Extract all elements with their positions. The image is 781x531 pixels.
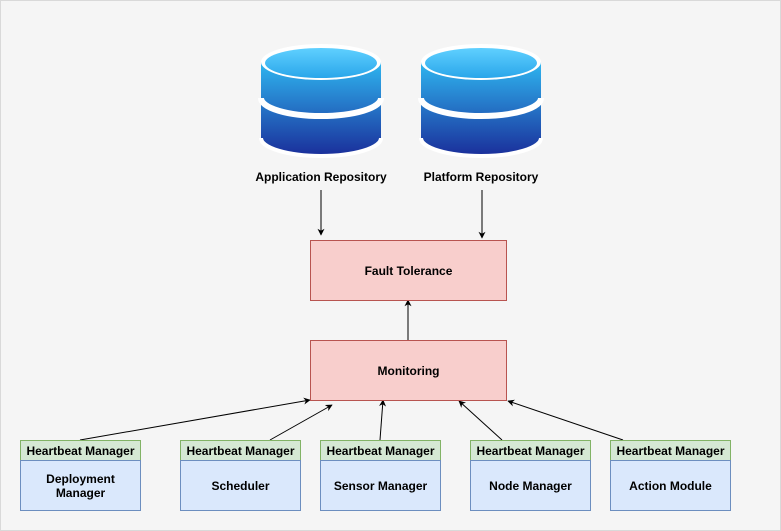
fault-tolerance-box[interactable]: Fault Tolerance [310, 240, 507, 301]
deployment-manager-label: Deployment Manager [20, 460, 141, 511]
action-module-label: Action Module [610, 460, 731, 511]
node-manager-node[interactable]: Heartbeat Manager Node Manager [470, 440, 591, 511]
arrow-action-to-monitoring [507, 399, 624, 441]
monitoring-box[interactable]: Monitoring [310, 340, 507, 401]
heartbeat-manager-header: Heartbeat Manager [180, 440, 301, 461]
deployment-manager-node[interactable]: Heartbeat Manager Deployment Manager [20, 440, 141, 511]
arrow-sensor-to-monitoring [379, 399, 387, 441]
action-module-node[interactable]: Heartbeat Manager Action Module [610, 440, 731, 511]
heartbeat-manager-header: Heartbeat Manager [320, 440, 441, 461]
arrow-deployment-to-monitoring [79, 397, 311, 441]
node-manager-label: Node Manager [470, 460, 591, 511]
scheduler-label: Scheduler [180, 460, 301, 511]
application-repository-label: Application Repository [255, 170, 387, 184]
heartbeat-manager-header: Heartbeat Manager [20, 440, 141, 461]
monitoring-label: Monitoring [377, 363, 440, 378]
arrow-scheduler-to-monitoring [269, 404, 333, 441]
platform-repository-label: Platform Repository [423, 170, 539, 184]
scheduler-node[interactable]: Heartbeat Manager Scheduler [180, 440, 301, 511]
arrow-node-to-monitoring [458, 400, 503, 441]
heartbeat-manager-header: Heartbeat Manager [610, 440, 731, 461]
fault-tolerance-label: Fault Tolerance [364, 263, 453, 278]
database-icon [418, 44, 544, 158]
sensor-manager-node[interactable]: Heartbeat Manager Sensor Manager [320, 440, 441, 511]
heartbeat-manager-header: Heartbeat Manager [470, 440, 591, 461]
database-icon [258, 44, 384, 158]
sensor-manager-label: Sensor Manager [320, 460, 441, 511]
